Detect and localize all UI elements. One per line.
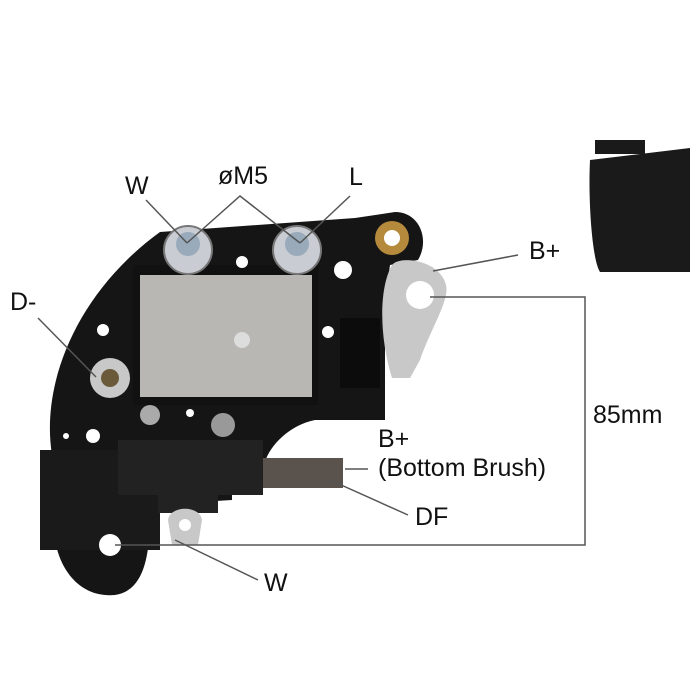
label-dimension: 85mm xyxy=(593,401,663,429)
label-bottom-brush: (Bottom Brush) xyxy=(378,454,547,482)
label-l: L xyxy=(349,163,363,191)
label-w-bottom: W xyxy=(264,569,288,597)
dimension-line xyxy=(115,296,586,546)
label-b-plus-brush: B+ xyxy=(378,425,410,453)
label-w-top: W xyxy=(125,172,149,200)
heatsink xyxy=(133,265,318,405)
brush-holder xyxy=(118,440,263,495)
connector-block xyxy=(340,318,380,388)
label-b-plus-top: B+ xyxy=(529,237,561,265)
label-m5: øM5 xyxy=(218,162,268,190)
label-df: DF xyxy=(415,503,449,531)
w-terminal-bottom xyxy=(168,508,202,545)
leader-lines xyxy=(37,195,586,581)
carbon-brush xyxy=(263,458,343,488)
terminal-screws xyxy=(90,221,409,437)
side-view-connector xyxy=(589,140,690,272)
mounting-holes xyxy=(63,256,352,556)
label-d-minus: D- xyxy=(10,288,37,316)
b-plus-terminal xyxy=(382,260,447,378)
